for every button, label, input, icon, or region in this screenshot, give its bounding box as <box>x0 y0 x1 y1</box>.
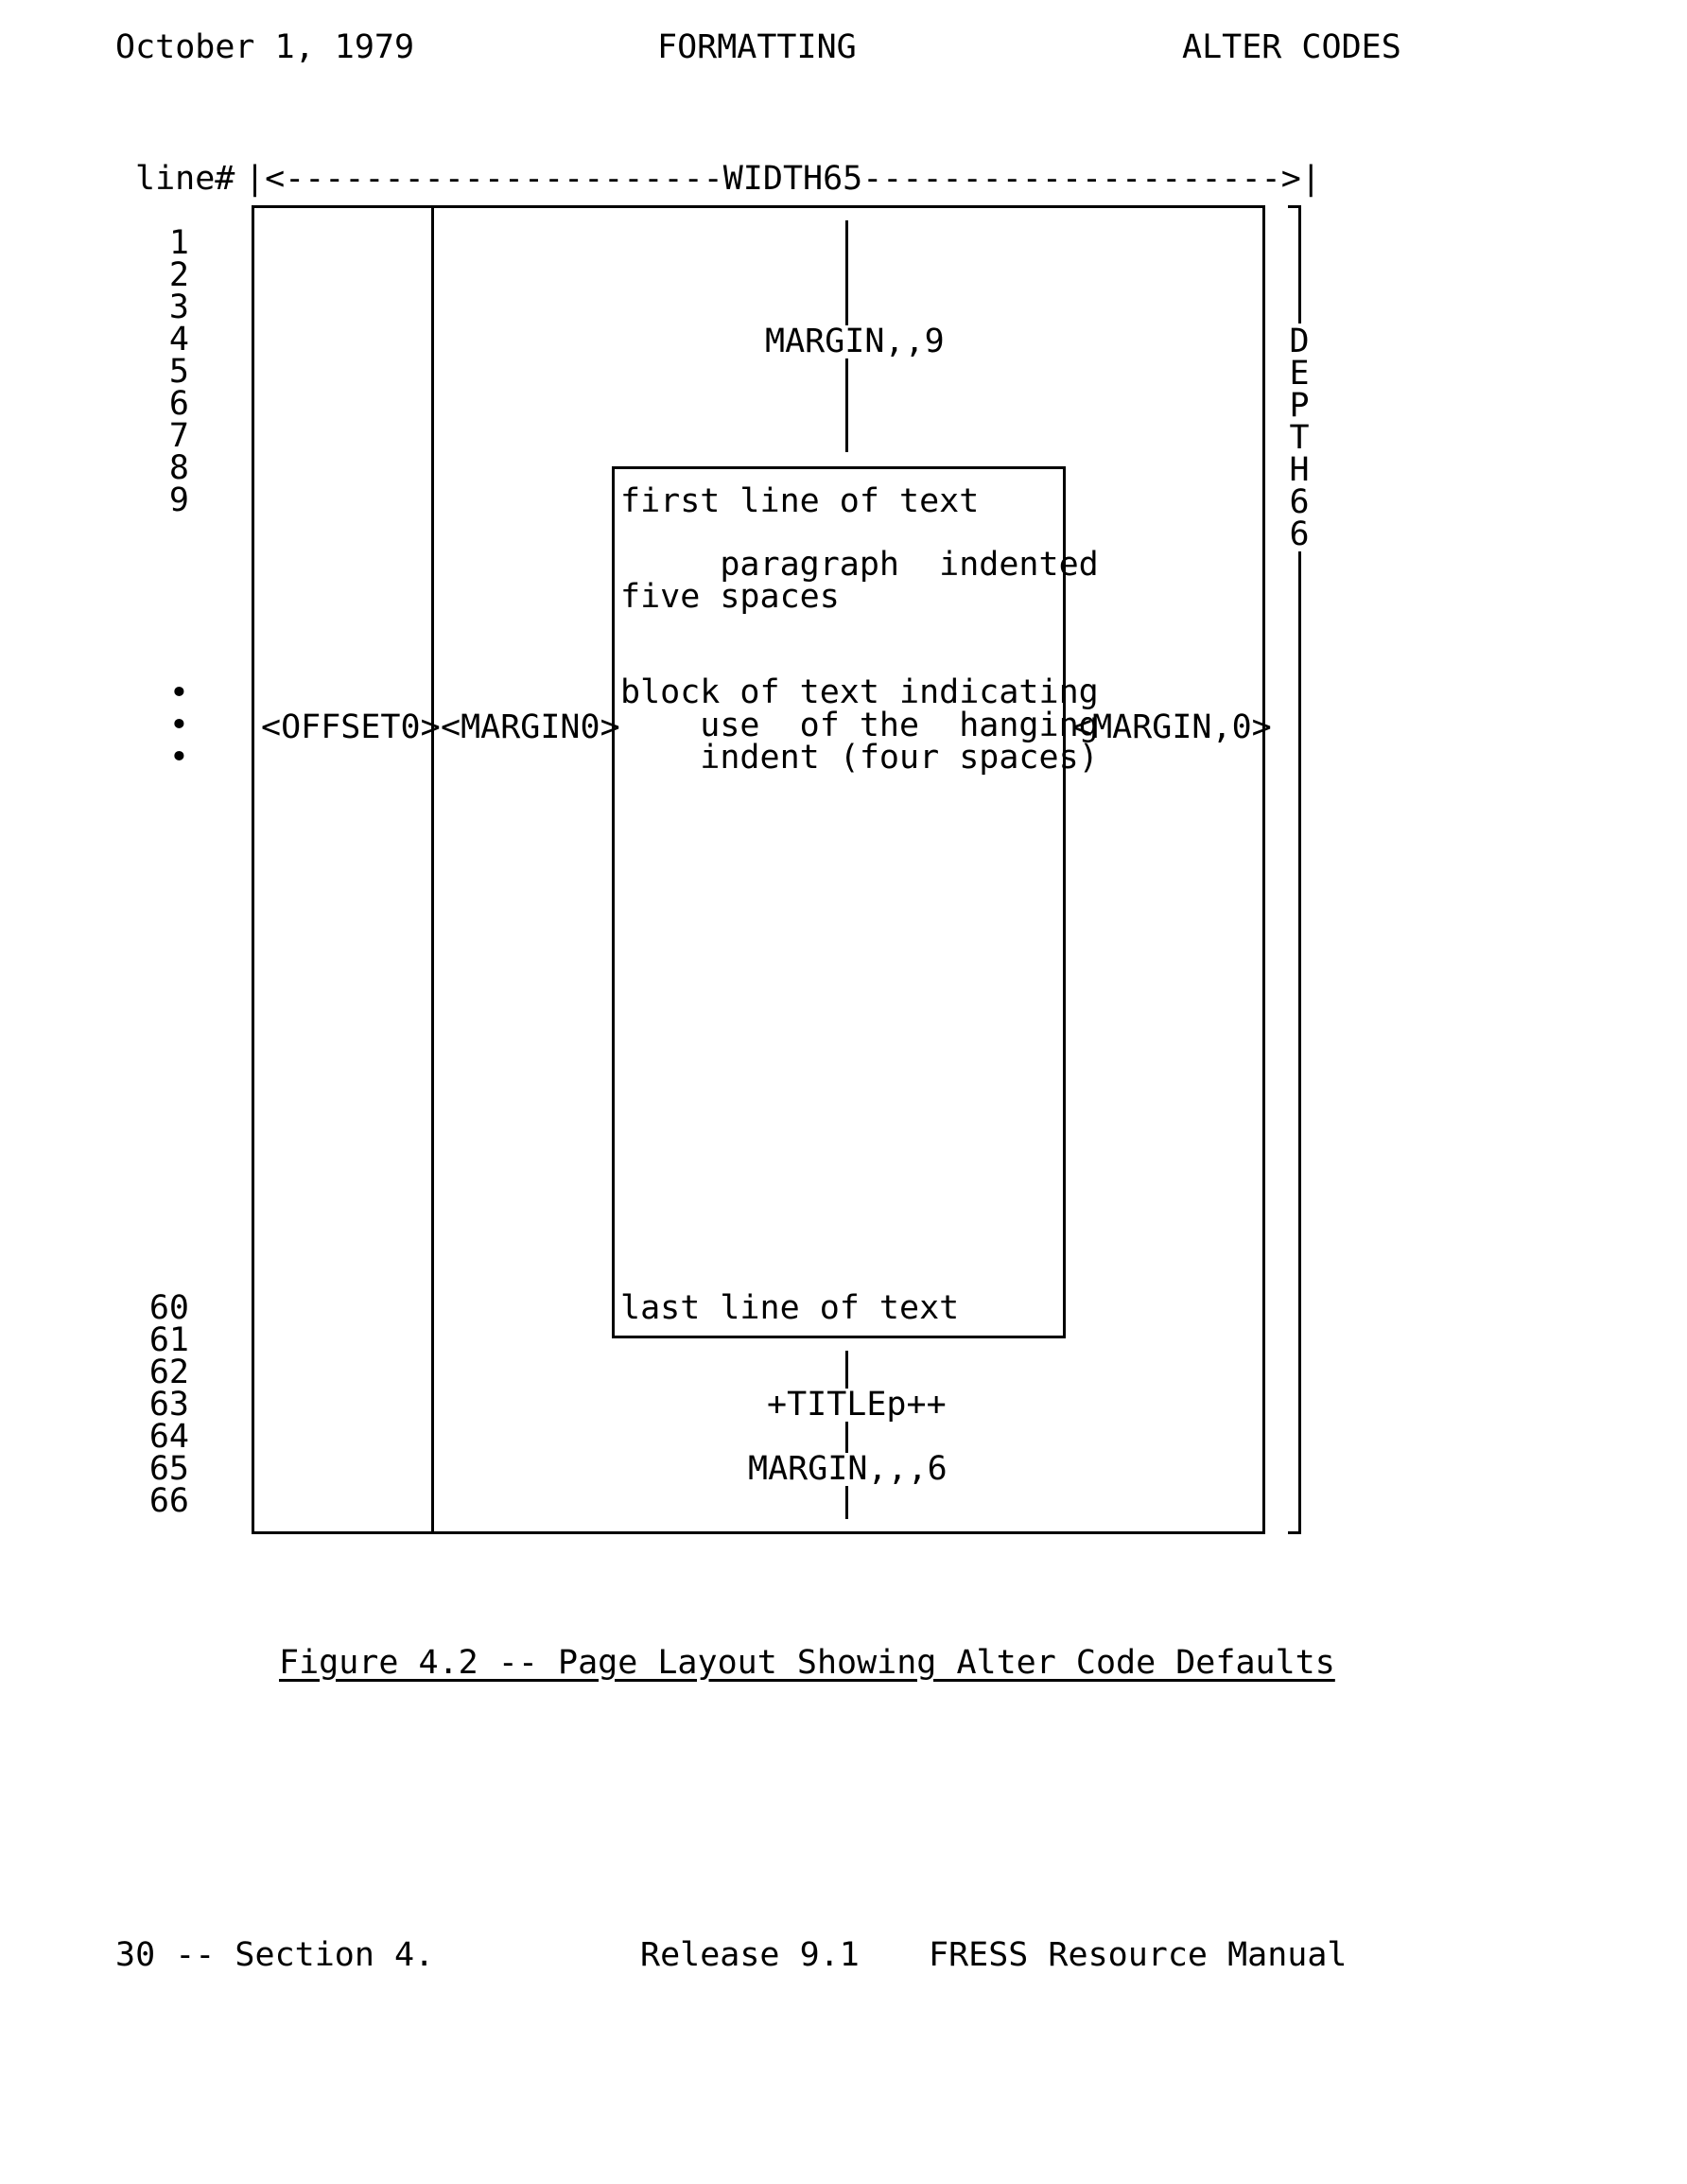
footer-manual: FRESS Resource Manual <box>929 1936 1348 1974</box>
ellipsis-dot: • <box>168 739 189 777</box>
footer-release: Release 9.1 <box>640 1936 860 1974</box>
header-topic: ALTER CODES <box>1182 28 1401 66</box>
line-number: 5 <box>168 353 189 391</box>
bottom-margin-label: MARGIN,,,6 <box>747 1450 948 1488</box>
footer-page-section: 30 -- Section 4. <box>115 1936 435 1974</box>
header-chapter: FORMATTING <box>657 28 857 66</box>
text-area-bottom-border <box>612 1336 1066 1338</box>
header-date: October 1, 1979 <box>115 28 415 66</box>
depth-letter: D <box>1285 325 1313 358</box>
frame-right-border <box>1262 205 1265 1534</box>
figure-caption: Figure 4.2 -- Page Layout Showing Alter … <box>279 1644 1335 1682</box>
line-number: 3 <box>168 288 189 326</box>
last-text-line: last line of text <box>620 1289 960 1327</box>
line-number: 61 <box>148 1321 189 1359</box>
first-text-line: first line of text <box>620 482 980 520</box>
line-number-header: line# <box>135 160 235 198</box>
depth-bracket-upper <box>1298 205 1301 323</box>
bottom-margin-line <box>845 1351 848 1519</box>
right-margin-label: <MARGIN,0> <box>1072 708 1272 746</box>
line-number: 8 <box>168 449 189 487</box>
depth-bracket-lower <box>1298 544 1301 1534</box>
left-margin-label: <MARGIN0> <box>441 708 620 746</box>
line-number: 64 <box>148 1418 189 1456</box>
line-number: 4 <box>168 321 189 358</box>
depth-letter: H <box>1285 454 1313 487</box>
frame-left-border <box>252 205 254 1534</box>
text-area-left-border <box>612 466 615 1338</box>
depth-letter: E <box>1285 358 1313 391</box>
block-text-line: use of the hanging <box>620 707 1099 744</box>
frame-bottom-border <box>252 1531 1265 1534</box>
depth-letter: 6 <box>1285 486 1313 519</box>
ellipsis-dot: • <box>168 674 189 712</box>
line-number: 65 <box>148 1450 189 1488</box>
text-area-right-border <box>1063 466 1066 1338</box>
offset-label: <OFFSET0> <box>261 708 441 746</box>
depth-letter: T <box>1285 422 1313 455</box>
title-label: +TITLEp++ <box>766 1386 948 1424</box>
depth-bracket-bottom <box>1288 1531 1301 1534</box>
text-area-top-border <box>612 466 1066 469</box>
paragraph-line: paragraph indented <box>620 546 1099 584</box>
line-number: 63 <box>148 1386 189 1424</box>
line-number: 7 <box>168 417 189 455</box>
block-text-line: indent (four spaces) <box>620 739 1099 777</box>
line-number: 6 <box>168 385 189 423</box>
top-margin-label: MARGIN,,9 <box>764 323 946 360</box>
depth-bracket-top <box>1288 205 1301 208</box>
block-text-line: block of text indicating <box>620 673 1099 711</box>
depth-letter: 6 <box>1285 518 1313 551</box>
line-number: 60 <box>148 1289 189 1327</box>
width-label: |<----------------------WIDTH65---------… <box>245 160 1321 198</box>
frame-top-border <box>252 205 1265 208</box>
line-number: 9 <box>168 481 189 519</box>
offset-column-border <box>431 205 434 1534</box>
line-number: 1 <box>168 224 189 262</box>
line-number: 62 <box>148 1354 189 1391</box>
line-number: 66 <box>148 1482 189 1520</box>
ellipsis-dot: • <box>168 707 189 744</box>
paragraph-line: five spaces <box>620 578 840 616</box>
depth-letter: P <box>1285 390 1313 423</box>
line-number: 2 <box>168 256 189 294</box>
